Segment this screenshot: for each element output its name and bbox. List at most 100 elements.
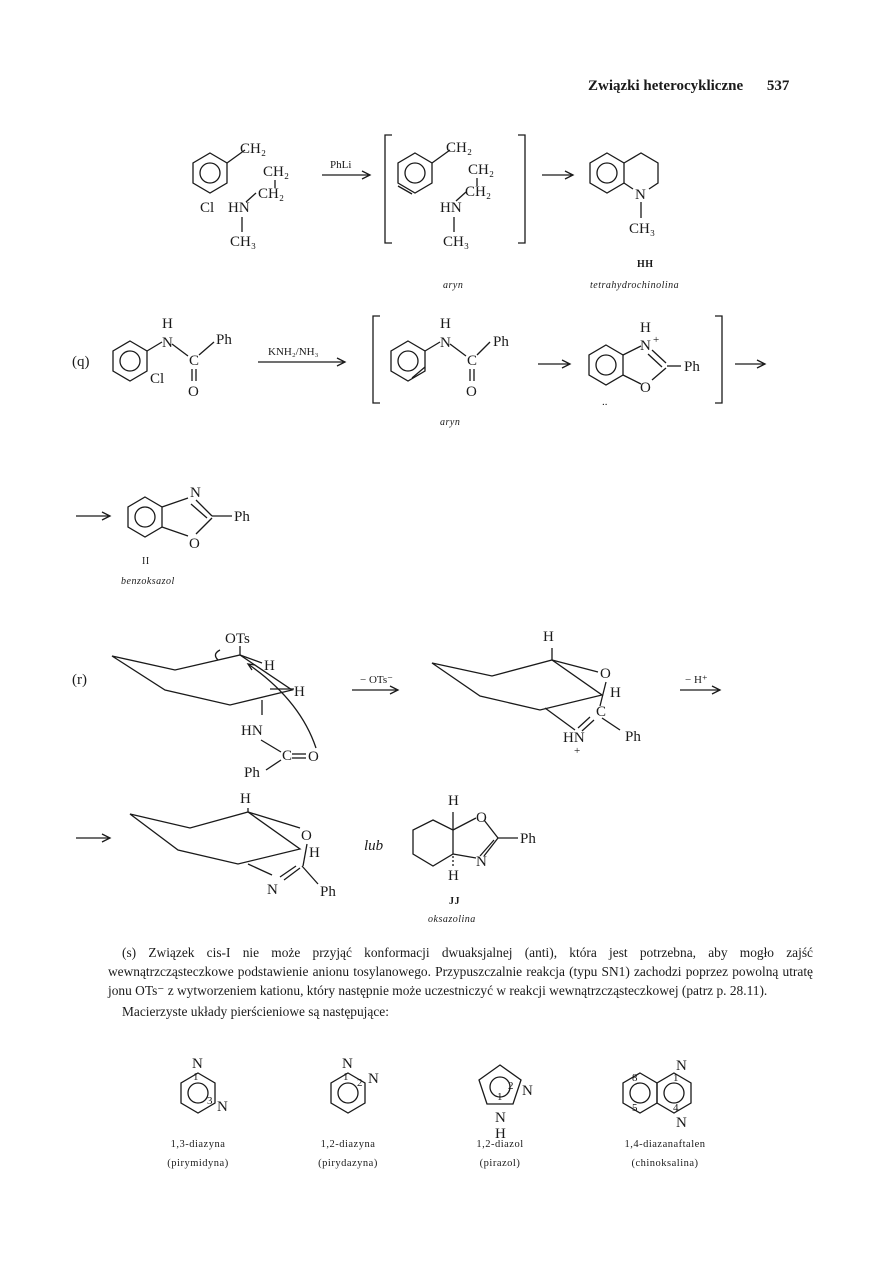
- tetrahydroquinoline-structure: N CH₃: [589, 152, 659, 237]
- label-jj: JJ: [449, 896, 460, 907]
- caption-pyrazole: 1,2-diazol (pirazol): [450, 1135, 550, 1173]
- svg-text:N: N: [640, 338, 651, 354]
- scheme-q: (q) H N C Ph O Cl KNH₂/NH₃ H N C: [72, 315, 767, 587]
- ring-name-1: 1,3-diazyna: [170, 1139, 226, 1150]
- svg-text:1: 1: [343, 1071, 349, 1083]
- ring-pyridazine: N N 1 2: [330, 1056, 379, 1114]
- svg-text:+: +: [574, 745, 580, 757]
- svg-text:N: N: [217, 1099, 228, 1115]
- svg-text:CH₂: CH₂: [258, 186, 284, 202]
- svg-text:CH₂: CH₂: [465, 184, 491, 200]
- svg-text:N: N: [676, 1058, 687, 1074]
- svg-text:N: N: [162, 335, 173, 351]
- svg-text:C: C: [596, 704, 606, 720]
- ring-name-3: 1,2-diazol: [476, 1139, 524, 1150]
- ring-pyrazole: N N H 2 1: [478, 1064, 533, 1142]
- name-oksazolina: oksazolina: [428, 914, 476, 925]
- ring-name-4: 1,4-diazanaftalen: [624, 1139, 706, 1150]
- svg-text:N: N: [676, 1115, 687, 1131]
- svg-text:C: C: [467, 353, 477, 369]
- ring-name-2: 1,2-diazyna: [320, 1139, 376, 1150]
- scheme-p: CH₂ CH₂ CH₂ Cl HN CH₃ PhLi CH₂ CH₂ CH₂ H…: [192, 134, 679, 291]
- svg-text:2: 2: [508, 1080, 514, 1092]
- svg-text:Cl: Cl: [150, 371, 164, 387]
- svg-text:HN: HN: [241, 723, 263, 739]
- svg-text:H: H: [309, 845, 320, 861]
- svg-text:Ph: Ph: [684, 359, 700, 375]
- label-ii: II: [142, 556, 150, 567]
- ring-common-4: (chinoksalina): [631, 1158, 699, 1169]
- svg-text:Ph: Ph: [320, 884, 336, 900]
- svg-text:HN: HN: [440, 200, 462, 216]
- svg-text:Ph: Ph: [244, 765, 260, 781]
- svg-text:CH₂: CH₂: [240, 141, 266, 157]
- caption-pyrimidine: 1,3-diazyna (pirymidyna): [148, 1135, 248, 1173]
- svg-text:H: H: [240, 791, 251, 807]
- svg-text:CH₂: CH₂: [446, 140, 472, 156]
- svg-text:H: H: [162, 316, 173, 332]
- svg-text:..: ..: [602, 396, 608, 408]
- ring-common-1: (pirymidyna): [167, 1158, 229, 1169]
- svg-text:1: 1: [497, 1091, 503, 1103]
- svg-text:O: O: [466, 384, 477, 400]
- svg-text:Cl: Cl: [200, 200, 214, 216]
- svg-text:8: 8: [632, 1072, 638, 1084]
- svg-text:H: H: [294, 684, 305, 700]
- svg-text:N: N: [476, 854, 487, 870]
- svg-text:H: H: [264, 658, 275, 674]
- svg-text:O: O: [640, 380, 651, 396]
- caption-pyridazine: 1,2-diazyna (pirydazyna): [298, 1135, 398, 1173]
- svg-text:5: 5: [632, 1102, 638, 1114]
- svg-text:H: H: [495, 1126, 506, 1142]
- svg-text:N: N: [440, 335, 451, 351]
- reagent-h: − H⁺: [685, 674, 708, 686]
- svg-text:Ph: Ph: [234, 509, 250, 525]
- svg-text:CH₃: CH₃: [230, 234, 256, 250]
- svg-text:1: 1: [673, 1072, 679, 1084]
- svg-text:H: H: [448, 868, 459, 884]
- svg-text:CH₃: CH₃: [629, 221, 655, 237]
- ring-common-2: (pirydazyna): [318, 1158, 378, 1169]
- reagent-phli: PhLi: [330, 159, 351, 171]
- svg-text:H: H: [448, 793, 459, 809]
- reagent-ots: − OTs⁻: [360, 674, 393, 686]
- paragraph-ring-systems-intro: Macierzyste układy pierścieniowe są nast…: [122, 1004, 389, 1019]
- svg-text:CH₂: CH₂: [263, 164, 289, 180]
- svg-text:1: 1: [193, 1071, 199, 1083]
- name-tetrahydrochinolina: tetrahydrochinolina: [590, 280, 679, 291]
- reactant-q-ring: [112, 340, 148, 382]
- paragraph-s: (s) Związek cis-I nie może przyjąć konfo…: [108, 945, 813, 998]
- svg-text:O: O: [188, 384, 199, 400]
- ring-pyrimidine: N N 1 3: [180, 1056, 228, 1115]
- explanation-paragraph: (s) Związek cis-I nie może przyjąć konfo…: [108, 943, 813, 1021]
- benzoxazolium-intermediate: H N + O Ph ..: [588, 320, 700, 408]
- svg-text:N: N: [342, 1056, 353, 1072]
- ring-common-3: (pirazol): [479, 1158, 521, 1169]
- svg-text:N: N: [368, 1071, 379, 1087]
- oxazoline-structure: O N Ph H H: [412, 793, 536, 884]
- svg-text:4: 4: [673, 1102, 679, 1114]
- svg-text:Ph: Ph: [520, 831, 536, 847]
- svg-text:Ph: Ph: [625, 729, 641, 745]
- svg-text:O: O: [189, 536, 200, 552]
- ring-systems: N N 1 3 N N 1 2 N N H 2 1: [180, 1056, 692, 1142]
- caption-quinoxaline: 1,4-diazanaftalen (chinoksalina): [600, 1135, 730, 1173]
- running-header: Związki heterocykliczne 537: [588, 78, 789, 95]
- svg-text:N: N: [522, 1083, 533, 1099]
- running-title: Związki heterocykliczne: [588, 78, 744, 94]
- svg-text:CH₂: CH₂: [468, 162, 494, 178]
- label-hh: HH: [637, 259, 654, 270]
- svg-text:N: N: [635, 187, 646, 203]
- aryne-q-ring: [390, 340, 426, 382]
- caption-aryn-p: aryn: [443, 280, 463, 291]
- svg-text:N: N: [267, 882, 278, 898]
- svg-text:+: +: [653, 334, 659, 346]
- svg-text:HN: HN: [563, 730, 585, 746]
- reactant-benzene-ring: [192, 152, 228, 194]
- svg-text:O: O: [600, 666, 611, 682]
- svg-text:H: H: [440, 316, 451, 332]
- svg-text:HN: HN: [228, 200, 250, 216]
- svg-text:C: C: [189, 353, 199, 369]
- svg-text:O: O: [301, 828, 312, 844]
